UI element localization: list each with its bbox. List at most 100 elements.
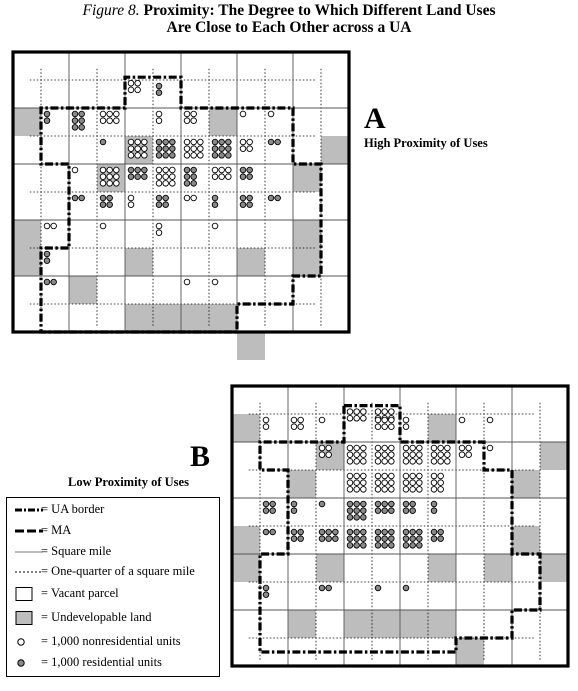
residential-unit <box>346 535 354 542</box>
nonresidential-unit <box>353 472 360 480</box>
undevelopable-parcel <box>512 470 540 498</box>
nonresidential-unit <box>113 166 120 174</box>
nonresidential-unit <box>381 479 388 486</box>
residential-unit <box>99 194 107 202</box>
residential-unit <box>353 507 360 514</box>
nonresidential-unit <box>225 166 232 174</box>
residential-unit <box>318 535 326 542</box>
nonresidential-unit <box>239 138 247 146</box>
undevelopable-parcel <box>13 220 41 248</box>
residential-unit <box>437 535 444 542</box>
residential-unit <box>374 535 382 542</box>
nonresidential-unit <box>381 486 388 493</box>
nonresidential-unit <box>113 110 120 118</box>
residential-unit <box>360 507 367 514</box>
nonresidential-unit <box>381 416 388 424</box>
nonresidential-unit <box>430 444 438 452</box>
residential-unit <box>71 110 79 118</box>
nonresidential-unit <box>43 222 51 230</box>
residential-unit <box>430 535 438 542</box>
nonresidential-unit <box>141 138 148 146</box>
nonresidential-unit <box>262 423 270 430</box>
residential-unit <box>169 152 176 159</box>
residential-unit <box>297 528 304 536</box>
nonresidential-unit <box>169 173 176 180</box>
residential-unit <box>50 278 57 286</box>
residential-unit <box>353 535 360 542</box>
undevelopable-parcel <box>321 136 349 164</box>
undevelopable-land-icon <box>15 611 33 625</box>
residential-unit <box>346 507 354 514</box>
nonresidential-unit <box>360 479 367 486</box>
residential-unit <box>218 138 225 146</box>
nonresidential-unit <box>71 166 79 174</box>
residential-unit <box>416 535 423 542</box>
nonresidential-unit <box>183 145 191 152</box>
residential-unit <box>211 145 219 152</box>
undevelopable-parcel <box>125 248 153 276</box>
nonresidential-unit <box>388 444 395 452</box>
residential-unit <box>190 180 197 187</box>
legend-item-nonresidential: = 1,000 nonresidential units <box>7 632 219 652</box>
residential-unit <box>430 507 438 514</box>
nonresidential-unit <box>381 451 388 458</box>
nonresidential-unit <box>430 451 438 458</box>
nonresidential-unit <box>155 117 163 124</box>
residential-unit <box>43 257 51 264</box>
nonresidential-unit <box>381 472 388 480</box>
residential-unit <box>290 535 298 542</box>
nonresidential-unit <box>169 180 176 187</box>
residential-unit <box>318 584 326 592</box>
residential-unit <box>43 278 51 286</box>
legend-item-residential: = 1,000 residential units <box>7 653 219 673</box>
nonresidential-unit <box>388 423 395 430</box>
nonresidential-unit <box>430 479 438 486</box>
residential-unit <box>162 145 169 152</box>
residential-unit <box>267 194 275 202</box>
nonresidential-unit <box>183 138 191 146</box>
residential-unit <box>71 194 79 202</box>
residential-unit <box>416 528 423 536</box>
nonresidential-unit <box>374 444 382 452</box>
nonresidential-unit <box>409 486 416 493</box>
residential-unit <box>155 145 163 152</box>
residential-unit <box>360 535 367 542</box>
residential-unit <box>353 500 360 508</box>
residential-unit <box>374 528 382 536</box>
nonresidential-unit <box>374 416 382 424</box>
undevelopable-parcel <box>288 470 316 498</box>
residential-unit <box>437 528 444 536</box>
residential-unit <box>239 166 247 174</box>
residential-unit <box>71 117 79 124</box>
nonresidential-unit <box>297 416 304 424</box>
nonresidential-unit <box>430 486 438 493</box>
nonresidential-unit <box>388 416 395 424</box>
residential-unit <box>246 166 253 174</box>
residential-unit <box>374 542 382 549</box>
figure-number: Figure 8. <box>82 2 140 19</box>
nonresidential-unit <box>430 458 438 465</box>
nonresidential-unit <box>318 451 326 458</box>
undevelopable-parcel <box>237 332 265 360</box>
nonresidential-unit <box>388 451 395 458</box>
nonresidential-unit <box>190 145 197 152</box>
ua-border <box>39 75 323 334</box>
residential-unit <box>190 166 197 174</box>
nonresidential-unit <box>246 138 253 146</box>
figure-title-line1: Proximity: The Degree to Which Different… <box>143 2 496 19</box>
residential-unit <box>246 173 253 180</box>
nonresidential-unit <box>388 408 395 415</box>
nonresidential-unit <box>381 444 388 452</box>
nonresidential-unit <box>416 458 423 465</box>
undevelopable-parcel <box>13 108 41 136</box>
residential-unit <box>269 500 276 508</box>
nonresidential-unit <box>155 229 163 236</box>
nonresidential-unit <box>437 472 444 480</box>
quarter-mile-line-icon <box>15 571 43 573</box>
residential-unit <box>402 535 410 542</box>
residential-unit <box>381 507 388 514</box>
nonresidential-unit <box>458 416 466 424</box>
nonresidential-unit <box>162 173 169 180</box>
residential-unit <box>325 584 332 592</box>
residential-unit <box>409 528 416 536</box>
